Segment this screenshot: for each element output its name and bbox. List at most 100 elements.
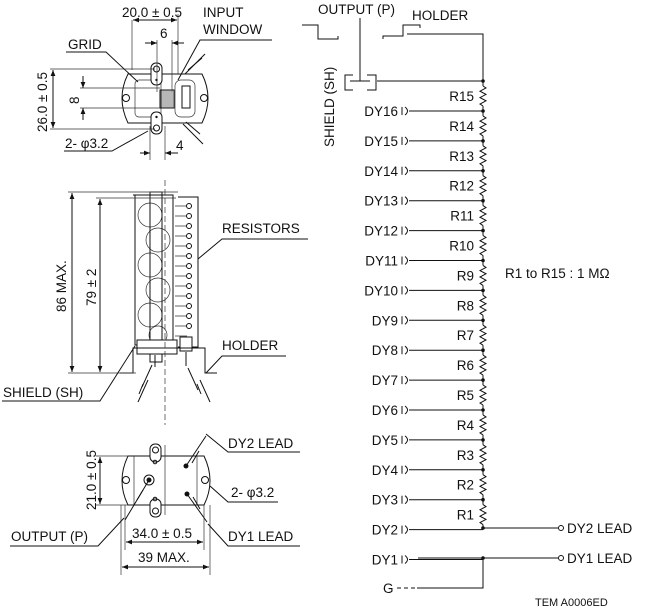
dynode-dy16: DY16	[364, 104, 485, 119]
resistor-r2: R2	[457, 474, 488, 496]
resistor-r7: R7	[457, 324, 488, 346]
schematic-dy2-lead: DY2 LEAD	[567, 521, 633, 536]
voltage-divider-schematic: OUTPUT (P) HOLDER SHIELD (SH) R1 to R15 …	[302, 2, 633, 609]
junction-dot	[481, 198, 485, 203]
junction-dot	[481, 109, 485, 113]
label-side-shield: SHIELD (SH)	[3, 385, 83, 400]
dynode-symbol	[401, 136, 408, 146]
resistor-symbol	[478, 264, 488, 286]
resistor-symbol	[478, 85, 488, 107]
resistor-label: R10	[449, 239, 474, 254]
resistor-symbol	[478, 414, 488, 436]
dynode-symbol	[401, 256, 408, 265]
top-view: 20.0 ± 0.5 6 26.0 ± 0.5 8 4 GRID INPUT W…	[35, 5, 272, 160]
dim-bottom-height: 21.0 ± 0.5	[84, 450, 99, 510]
resistor-label: R11	[450, 209, 474, 224]
label-dy2-lead: DY2 LEAD	[228, 436, 294, 451]
resistor-symbol	[478, 115, 488, 137]
resistor-symbol	[478, 354, 488, 376]
resistor-r9: R9	[457, 264, 488, 286]
schematic-dy1-lead: DY1 LEAD	[567, 551, 633, 566]
resistor-r3: R3	[457, 444, 488, 466]
dynode-label: DY16	[364, 104, 398, 119]
shield-symbol	[344, 74, 377, 91]
dynode-symbol	[401, 465, 408, 475]
input-window	[159, 89, 175, 109]
resistor-label: R6	[457, 358, 474, 373]
dim-offset: 4	[176, 138, 184, 153]
dynode-dy1: DY1	[372, 553, 483, 568]
resistor-r11: R11	[450, 205, 488, 227]
junction-dot	[481, 258, 485, 263]
resistor-symbol	[478, 324, 488, 346]
dynode-dy9: DY9	[372, 313, 485, 328]
dynode-dy12: DY12	[364, 224, 485, 239]
dynode-label: DY12	[364, 224, 398, 239]
junction-dot	[481, 228, 485, 233]
resistor-symbol	[478, 504, 488, 526]
drawing-code: TEM A0006ED	[535, 597, 608, 609]
junction-dot	[481, 288, 485, 293]
dynode-label: DY13	[364, 194, 398, 209]
resistor-symbol	[478, 175, 488, 197]
dynode-symbol	[401, 345, 408, 355]
label-bottom-holes: 2- φ3.2	[231, 485, 274, 500]
dynode-label: DY7	[372, 373, 398, 388]
dynode-symbol	[401, 166, 408, 176]
dim-bottom-overall: 39 MAX.	[138, 550, 190, 565]
resistor-label: R15	[449, 89, 474, 104]
schematic-output-label: OUTPUT (P)	[318, 2, 395, 17]
junction-dot	[481, 497, 485, 502]
dynode-symbol	[401, 525, 408, 534]
label-side-holder: HOLDER	[222, 338, 279, 353]
dim-pitch: 34.0 ± 0.5	[132, 526, 192, 541]
resistor-symbol	[478, 205, 488, 227]
dynode-symbol	[401, 106, 408, 116]
dynode-dy11: DY11	[365, 254, 485, 269]
resistor-label: R14	[449, 119, 474, 134]
resistor-r1: R1	[457, 504, 488, 526]
junction-dot	[481, 169, 485, 173]
dynode-label: DY2	[372, 523, 398, 538]
dynode-label: DY1	[372, 553, 398, 568]
resistor-r13: R13	[449, 145, 488, 167]
dynode-dy6: DY6	[372, 403, 485, 418]
dynode-dy3: DY3	[372, 493, 485, 508]
dynode-dy15: DY15	[364, 134, 485, 149]
resistor-r8: R8	[457, 294, 488, 316]
dynode-dy7: DY7	[372, 373, 485, 388]
resistor-label: R7	[457, 328, 474, 343]
side-view: 86 MAX. 79 ± 2 RESISTORS HOLDER SHIELD (…	[2, 180, 308, 425]
dim-window-height: 8	[67, 96, 82, 104]
resistor-symbol	[478, 294, 488, 316]
label-grid: GRID	[68, 37, 102, 52]
resistor-r14: R14	[449, 115, 488, 137]
resistor-label: R1	[457, 508, 474, 523]
resistor-label: R5	[457, 388, 474, 403]
junction-dot	[481, 468, 485, 472]
junction-dot	[481, 408, 485, 412]
resistor-label: R2	[457, 478, 474, 493]
dynode-symbol	[401, 286, 408, 295]
resistor-note: R1 to R15 : 1 MΩ	[505, 266, 610, 281]
dynode-label: DY3	[372, 493, 398, 508]
dynode-dy8: DY8	[372, 343, 485, 358]
label-dy1-lead: DY1 LEAD	[228, 529, 294, 544]
dynode-dy4: DY4	[372, 463, 485, 478]
dynode-dy13: DY13	[364, 194, 485, 209]
label-resistors: RESISTORS	[222, 221, 300, 236]
resistor-chain	[175, 205, 187, 337]
dim-top-height: 26.0 ± 0.5	[35, 72, 50, 132]
dynode-label: DY6	[372, 403, 398, 418]
dynode-label: DY14	[364, 164, 398, 179]
resistor-r12: R12	[449, 175, 488, 197]
resistor-symbol	[478, 444, 488, 466]
label-input: INPUT	[203, 5, 244, 20]
schematic-shield-label: SHIELD (SH)	[322, 67, 337, 147]
dim-window-width: 6	[160, 26, 168, 41]
dynode-label: DY8	[372, 343, 398, 358]
resistor-symbol	[478, 474, 488, 496]
dynode-symbol	[401, 405, 408, 415]
dynode-label: DY9	[372, 313, 398, 328]
